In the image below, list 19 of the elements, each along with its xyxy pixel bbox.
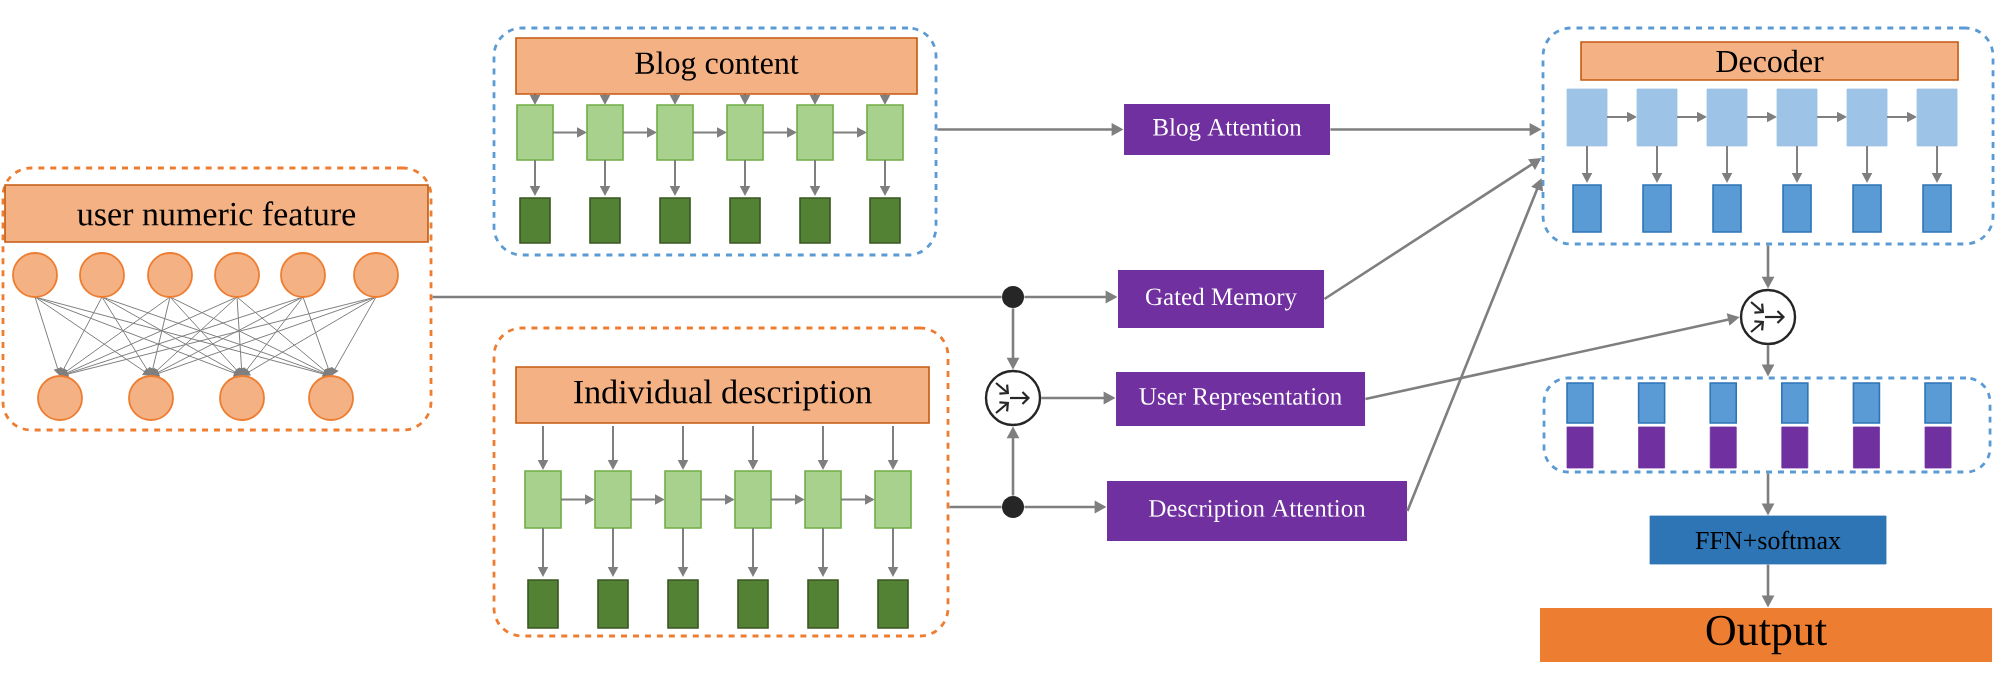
title-bar: Individual description bbox=[515, 366, 930, 424]
fusion-circle bbox=[1739, 288, 1797, 346]
dashed-container bbox=[1542, 376, 1992, 474]
dashed-container bbox=[492, 26, 938, 257]
output-box: Output bbox=[1540, 608, 1993, 662]
junction-dot bbox=[1002, 286, 1024, 308]
title-bar: Blog content bbox=[515, 37, 918, 95]
dashed-container bbox=[492, 326, 950, 638]
ffn-box: FFN+softmax bbox=[1649, 515, 1887, 565]
dashed-container bbox=[1541, 26, 1995, 246]
junction-dot bbox=[1002, 496, 1024, 518]
attention-box: Blog Attention bbox=[1124, 104, 1330, 155]
attention-box: Gated Memory bbox=[1118, 270, 1324, 328]
title-bar: user numeric feature bbox=[4, 184, 429, 243]
attention-box: Description Attention bbox=[1107, 481, 1408, 541]
attention-box: User Representation bbox=[1116, 372, 1366, 426]
fusion-circle bbox=[984, 369, 1042, 427]
title-bar: Decoder bbox=[1580, 41, 1959, 81]
dashed-container bbox=[1, 166, 433, 432]
